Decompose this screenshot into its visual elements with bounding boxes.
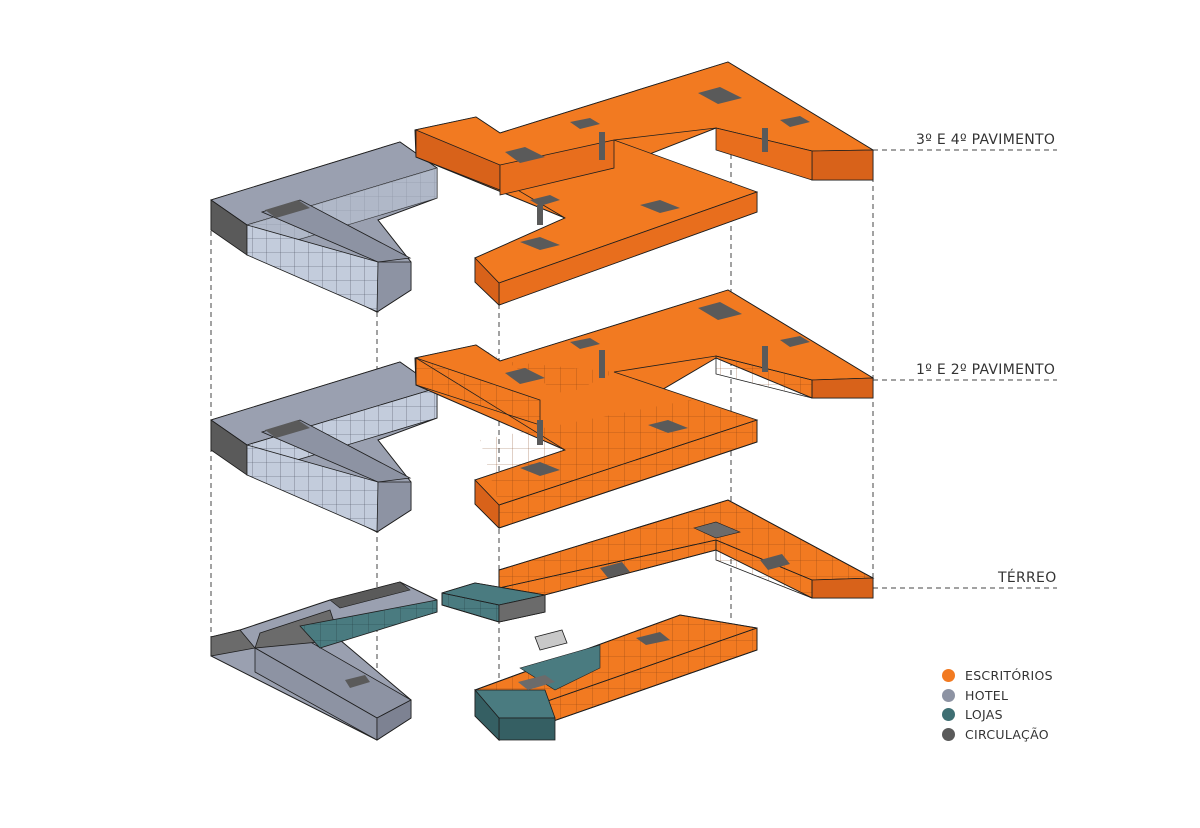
level-label-upper: 3º E 4º PAVIMENTO <box>916 132 1056 148</box>
level-ground-office <box>498 499 875 608</box>
legend-item-lojas: LOJAS <box>942 705 1053 725</box>
level-ground-shops-corner <box>441 582 568 651</box>
level-ground-hotel-lobby <box>210 581 438 741</box>
legend-label: CIRCULAÇÃO <box>965 726 1049 742</box>
level-upper-office <box>414 61 875 306</box>
legend-item-escritorios: ESCRITÓRIOS <box>942 666 1053 686</box>
legend-item-hotel: HOTEL <box>942 686 1053 706</box>
legend-swatch <box>942 708 955 722</box>
legend-swatch <box>942 688 955 702</box>
level-middle-office <box>414 289 875 529</box>
legend-swatch <box>942 669 955 683</box>
level-upper-hotel <box>210 141 438 313</box>
level-label-middle: 1º E 2º PAVIMENTO <box>916 362 1056 378</box>
legend-item-circulacao: CIRCULAÇÃO <box>942 725 1053 745</box>
legend-label: HOTEL <box>965 687 1009 703</box>
level-ground-office-south <box>474 614 758 741</box>
legend-label: ESCRITÓRIOS <box>965 668 1053 684</box>
legend-label: LOJAS <box>965 707 1003 723</box>
legend-swatch <box>942 727 955 741</box>
legend: ESCRITÓRIOS HOTEL LOJAS CIRCULAÇÃO <box>942 666 1053 744</box>
level-middle-hotel <box>210 361 438 533</box>
level-label-ground: TÉRREO <box>998 570 1057 586</box>
